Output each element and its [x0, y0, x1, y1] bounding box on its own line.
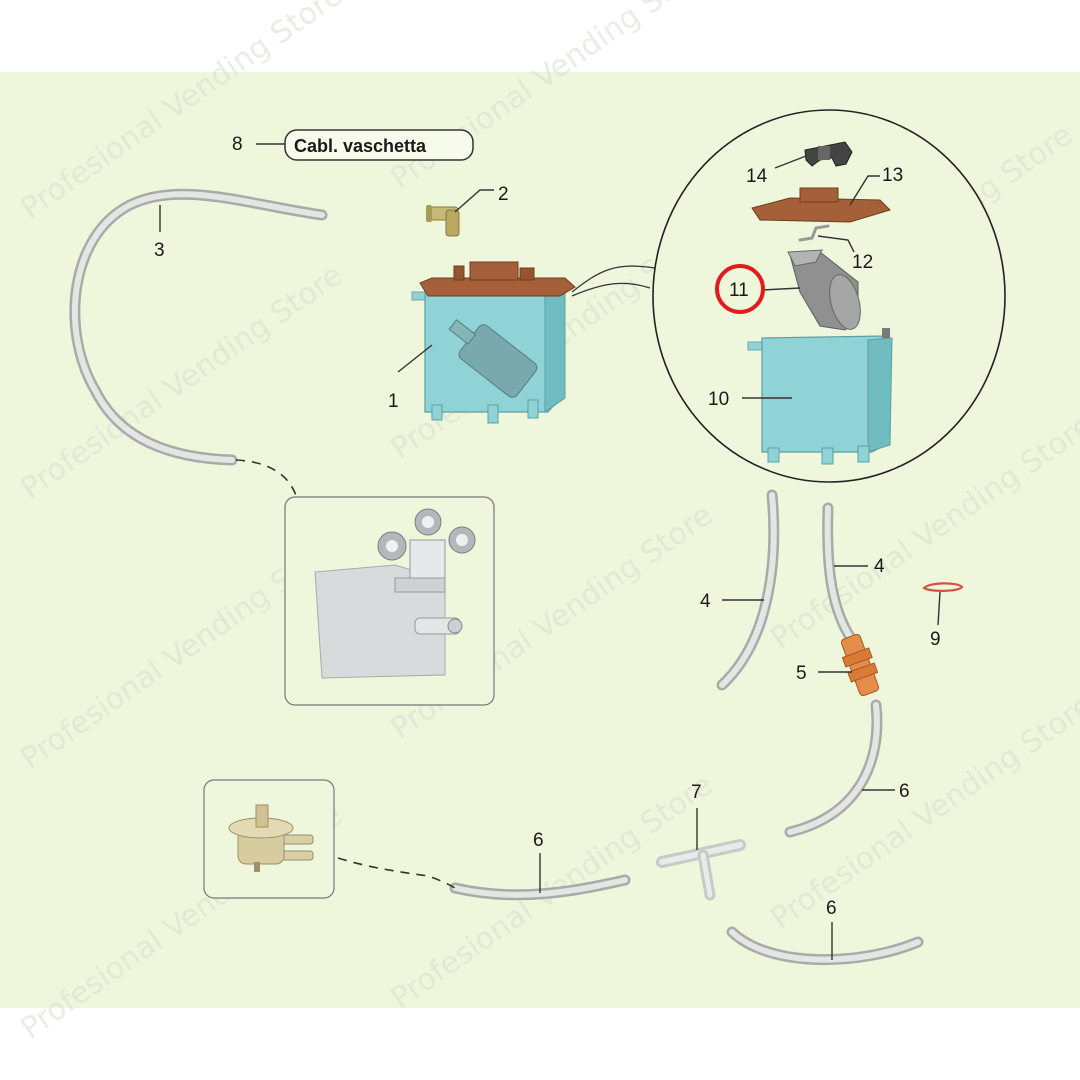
dashed-link-flowmeter	[337, 857, 456, 889]
callout-12: 12	[852, 252, 873, 273]
tank-assembly-1	[411, 261, 576, 424]
callout-8: 8	[232, 134, 243, 155]
leader-2	[454, 189, 494, 213]
leader-12	[817, 235, 855, 253]
tube-6-bottom-right	[726, 926, 924, 966]
callout-13: 13	[882, 165, 903, 186]
clip-14	[804, 141, 853, 167]
lid-13	[751, 187, 891, 223]
leader-1	[397, 344, 433, 373]
tube-4-left	[716, 489, 780, 691]
callout-11: 11	[729, 280, 749, 301]
callout-4a: 4	[700, 591, 711, 612]
callout-10: 10	[708, 389, 729, 410]
zoom-connector	[571, 265, 656, 297]
callout-6c: 6	[826, 898, 837, 919]
callout-7: 7	[691, 782, 702, 803]
connector-5	[840, 634, 880, 696]
tube-6-right	[784, 699, 883, 838]
callout-3: 3	[154, 240, 165, 261]
highlight-ring-11	[715, 264, 765, 314]
cable-label-text: Cabl. vaschetta	[294, 136, 427, 156]
pin-12	[798, 224, 830, 242]
callout-2: 2	[498, 184, 509, 205]
callout-9: 9	[930, 629, 941, 650]
float-11	[787, 249, 861, 331]
cable-label-box	[284, 129, 474, 161]
o-ring-9	[922, 582, 964, 592]
elbow-fitting-2	[426, 205, 460, 237]
callout-5: 5	[796, 663, 807, 684]
callout-14: 14	[746, 166, 768, 187]
leader-9	[937, 591, 941, 626]
tube-6-bottom-left	[449, 874, 631, 901]
leader-11	[761, 287, 801, 291]
callout-4b: 4	[874, 556, 885, 577]
callout-6b: 6	[533, 830, 544, 851]
tank-body-10	[747, 328, 893, 465]
callout-6a: 6	[899, 781, 910, 802]
t-fitting-7	[656, 839, 746, 901]
leader-14	[774, 155, 807, 169]
tube-3	[69, 188, 328, 466]
leader-13	[849, 175, 880, 206]
callout-1: 1	[388, 391, 399, 412]
flowmeter	[228, 804, 314, 872]
tube-4-right	[822, 502, 858, 646]
boiler-assembly	[314, 508, 476, 679]
